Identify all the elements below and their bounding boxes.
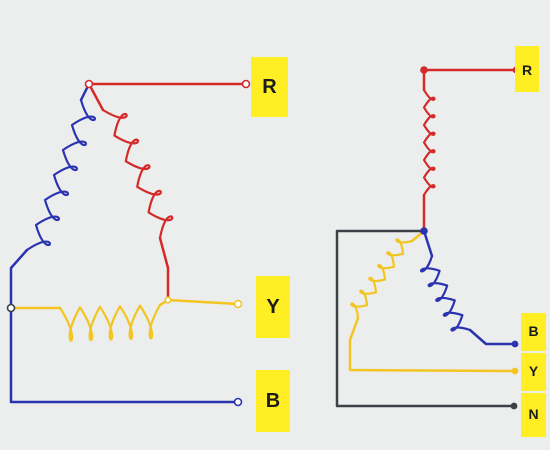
star-yellow-winding-coil <box>350 238 414 320</box>
star-red-top-node <box>420 66 428 74</box>
svg-text:Y: Y <box>266 296 280 318</box>
delta-label-b: B <box>256 370 290 432</box>
svg-text:B: B <box>528 323 538 339</box>
svg-text:R: R <box>262 76 277 98</box>
star-terminal-n-node <box>510 402 518 410</box>
delta-red-winding-wire <box>87 82 248 302</box>
delta-label-y: Y <box>256 276 290 338</box>
star-red-winding-wire <box>422 68 518 233</box>
svg-text:N: N <box>528 406 538 422</box>
star-label-b: B <box>521 313 546 351</box>
delta-label-r: R <box>251 57 288 117</box>
star-label-n: N <box>521 393 546 437</box>
star-connection: R B Y N <box>335 46 546 437</box>
delta-terminal-b-node <box>233 397 243 407</box>
star-terminal-y-node <box>511 367 519 375</box>
delta-blue-winding-coil <box>25 98 96 252</box>
star-label-r: R <box>515 46 539 92</box>
svg-text:B: B <box>266 390 280 412</box>
star-blue-winding-wire <box>422 229 517 346</box>
svg-text:R: R <box>522 62 532 78</box>
delta-terminal-r-node <box>241 79 251 89</box>
delta-connection: R Y B <box>6 57 290 432</box>
star-point-node <box>420 227 428 235</box>
star-neutral-wire <box>335 229 516 408</box>
star-yellow-winding-wire <box>348 229 517 373</box>
delta-yellow-winding-wire <box>9 298 240 310</box>
delta-yellow-winding-coil <box>58 303 162 342</box>
star-red-winding-coil <box>422 88 436 197</box>
svg-text:Y: Y <box>529 363 539 379</box>
delta-terminal-y-node <box>233 299 243 309</box>
delta-right-vertex-node <box>164 296 172 304</box>
star-blue-winding-coil <box>420 254 472 332</box>
star-terminal-b-node <box>511 340 519 348</box>
delta-red-winding-coil <box>101 108 174 240</box>
delta-left-vertex-node <box>6 303 16 313</box>
star-label-y: Y <box>521 353 546 391</box>
delta-top-vertex-node <box>84 79 94 89</box>
